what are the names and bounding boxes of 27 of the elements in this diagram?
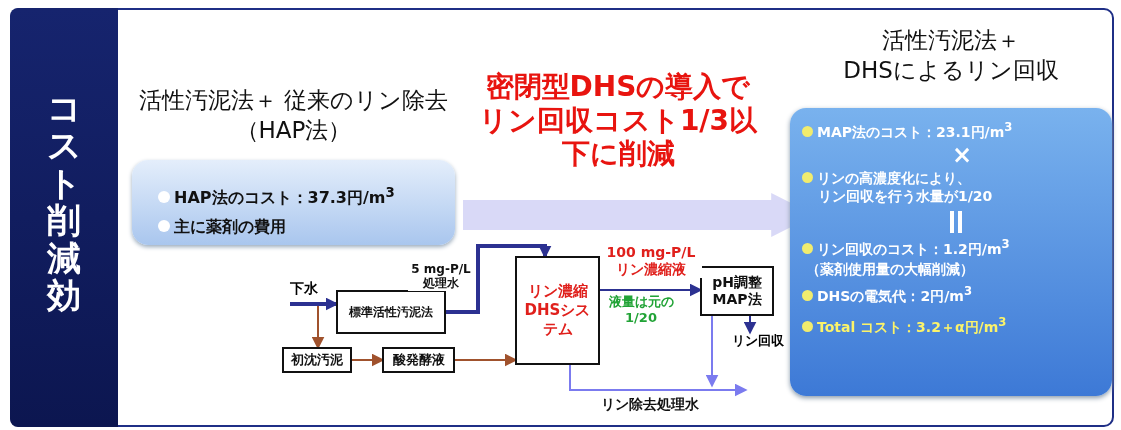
- process-box: pH調整MAP法: [700, 266, 774, 316]
- process-box: 標準活性汚泥法: [336, 290, 446, 334]
- flow-arrow: [311, 305, 325, 350]
- note-text: 液量は元の1/20: [607, 294, 675, 326]
- multiply-sign: ×: [950, 142, 974, 167]
- bullet-item: Total コスト：3.2＋α円/m$^{3}$: [802, 315, 1104, 336]
- bullet-item: DHSの電気代：2円/m$^{3}$: [802, 284, 1104, 306]
- panel-heading: 活性汚泥法＋ 従来のリン除去（HAP法）: [138, 86, 449, 145]
- process-box: リン濃縮DHSシステム: [515, 256, 600, 365]
- bullet-item: MAP法のコスト：23.1円/m$^{3}$: [802, 120, 1104, 141]
- flow-arrow: [446, 244, 552, 314]
- bullet-item: リンの高濃度化により、リン回収を行う水量が1/20: [802, 168, 1104, 206]
- flow-arrow: [743, 315, 757, 335]
- flow-text: 下水: [290, 280, 326, 300]
- flow-text: リン回収: [732, 332, 788, 350]
- process-box: 酸発酵液: [382, 347, 455, 373]
- vertical-title: コスト削減効: [47, 90, 81, 315]
- flow-arrow: [569, 364, 748, 397]
- bullet-item: リン回収のコスト：1.2円/m$^{3}$: [802, 237, 1104, 259]
- bullet-item: HAP法のコスト：37.3円/m$^{3}$: [158, 184, 455, 210]
- flow-arrow: [705, 315, 719, 388]
- panel-heading: 活性汚泥法＋ DHSによるリン回収: [842, 26, 1060, 85]
- bullet-item: 主に薬剤の費用: [158, 217, 455, 238]
- edge-label: 5 mg-P/L 処理水: [408, 262, 474, 291]
- note-text: （薬剤使用量の大幅削減）: [805, 260, 975, 279]
- process-box: 初沈汚泥: [282, 347, 352, 373]
- side-band: [10, 8, 118, 427]
